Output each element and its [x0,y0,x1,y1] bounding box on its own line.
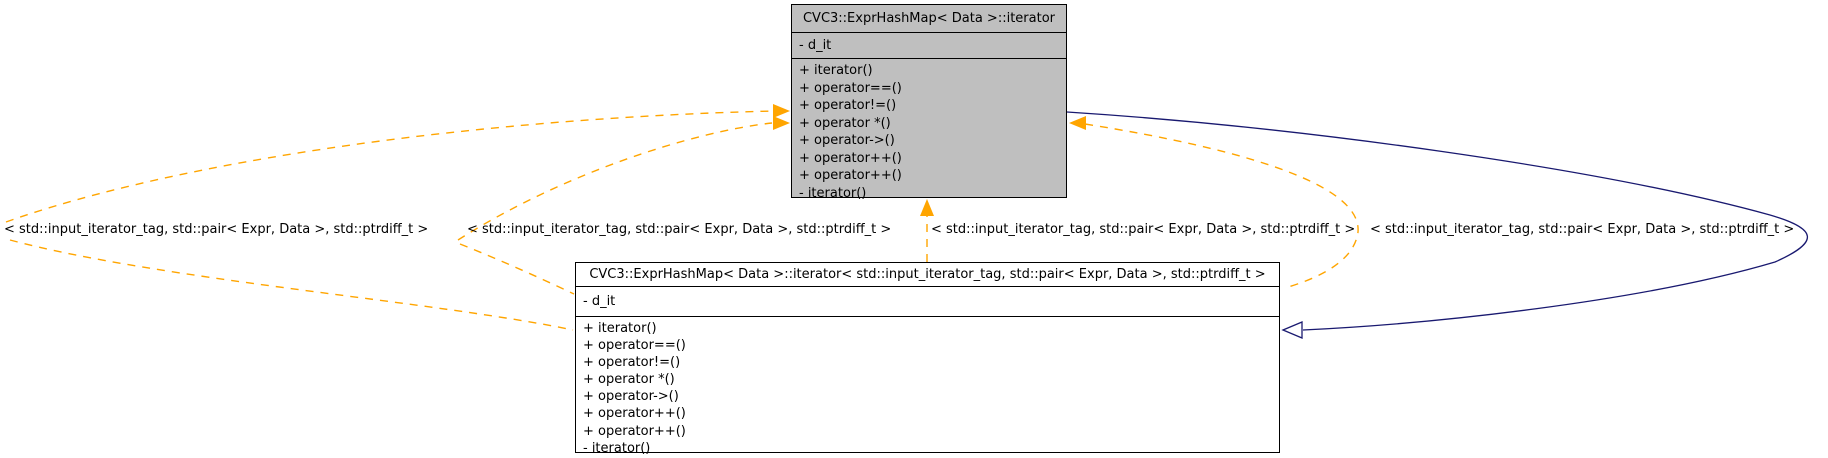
class-method: + operator!=() [583,355,681,371]
edge-label: < std::input_iterator_tag, std::pair< Ex… [931,222,1356,237]
class-method: + operator++() [799,150,902,166]
class-method: + operator->() [799,133,895,148]
inheritance-arrowhead [1281,321,1303,339]
class-method: + operator *() [583,372,675,388]
class-method: + iterator() [583,321,657,336]
class-method: + operator *() [799,115,891,131]
template-edge-1-arrowhead [773,104,790,118]
class-node-iterator-template[interactable]: CVC3::ExprHashMap< Data >::iterator - d_… [791,4,1067,201]
class-method: - iterator() [583,440,651,456]
edge-label: < std::input_iterator_tag, std::pair< Ex… [467,222,892,237]
template-edge-2-arrowhead [773,116,790,130]
class-method: + operator++() [583,406,686,422]
class-method: + iterator() [799,63,873,78]
edge-label: < std::input_iterator_tag, std::pair< Ex… [4,222,429,237]
class-node-iterator-instantiation[interactable]: CVC3::ExprHashMap< Data >::iterator< std… [575,262,1280,456]
class-method: + operator==() [583,338,686,354]
template-edge-2-lower [459,243,575,295]
template-edge-1-lower [9,239,574,331]
class-attribute: - d_it [583,293,616,309]
class-method: + operator++() [583,423,686,439]
class-method: + operator==() [799,80,902,96]
template-edge-1-upper [5,110,775,223]
class-method: + operator++() [799,168,902,183]
class-method: - iterator() [799,185,867,201]
template-edge-3-arrowhead [920,199,934,216]
template-edge-4-arrowhead [1069,116,1086,130]
class-methods-list: + iterator() + operator==() + operator!=… [792,59,1066,202]
class-title[interactable]: CVC3::ExprHashMap< Data >::iterator< std… [576,263,1279,287]
template-edge-2-upper [457,122,773,241]
inheritance-edge [1066,111,1808,331]
class-method: + operator->() [583,389,679,405]
edge-label: < std::input_iterator_tag, std::pair< Ex… [1370,222,1795,237]
class-method: + operator!=() [799,98,897,113]
class-methods-list: + iterator() + operator==() + operator!=… [576,317,1279,457]
template-edge-4 [1084,123,1359,289]
class-attribute: - d_it [799,37,832,53]
class-title[interactable]: CVC3::ExprHashMap< Data >::iterator [792,5,1066,33]
